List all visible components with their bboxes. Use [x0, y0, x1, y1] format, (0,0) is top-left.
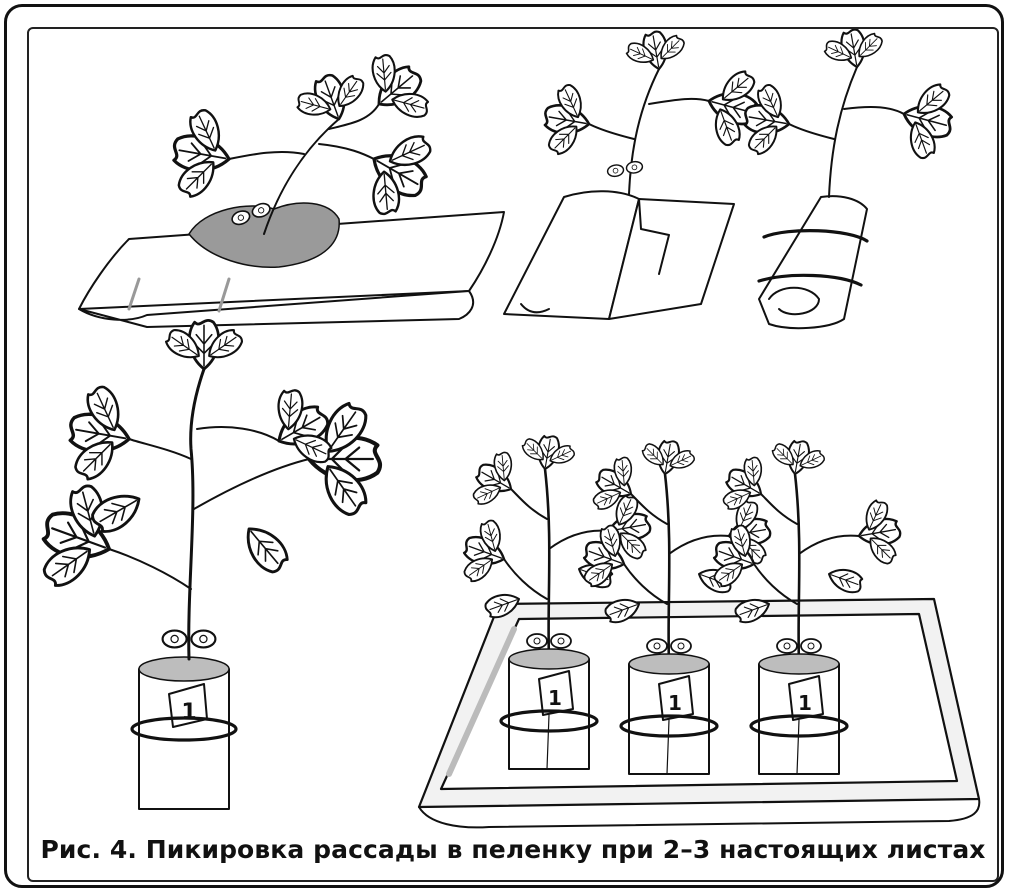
rolled-diaper-illustration	[738, 29, 961, 328]
pot-label-tray-3: 1	[798, 691, 812, 715]
figure-panel: 1	[27, 27, 999, 882]
tray-with-three-pots-illustration: 1 1 1	[419, 431, 979, 828]
seedling-on-film-illustration	[79, 41, 504, 327]
single-seedling-pot-illustration: 1	[29, 320, 380, 809]
film-folding-illustration	[504, 29, 767, 319]
outer-frame: 1	[4, 4, 1004, 888]
pot-label-tray-2: 1	[668, 691, 682, 715]
figure-artwork: 1	[29, 29, 997, 880]
figure-caption: Рис. 4. Пикировка рассады в пеленку при …	[29, 835, 997, 864]
pot-label-tray-1: 1	[548, 686, 562, 710]
pot-label-single: 1	[181, 700, 196, 725]
